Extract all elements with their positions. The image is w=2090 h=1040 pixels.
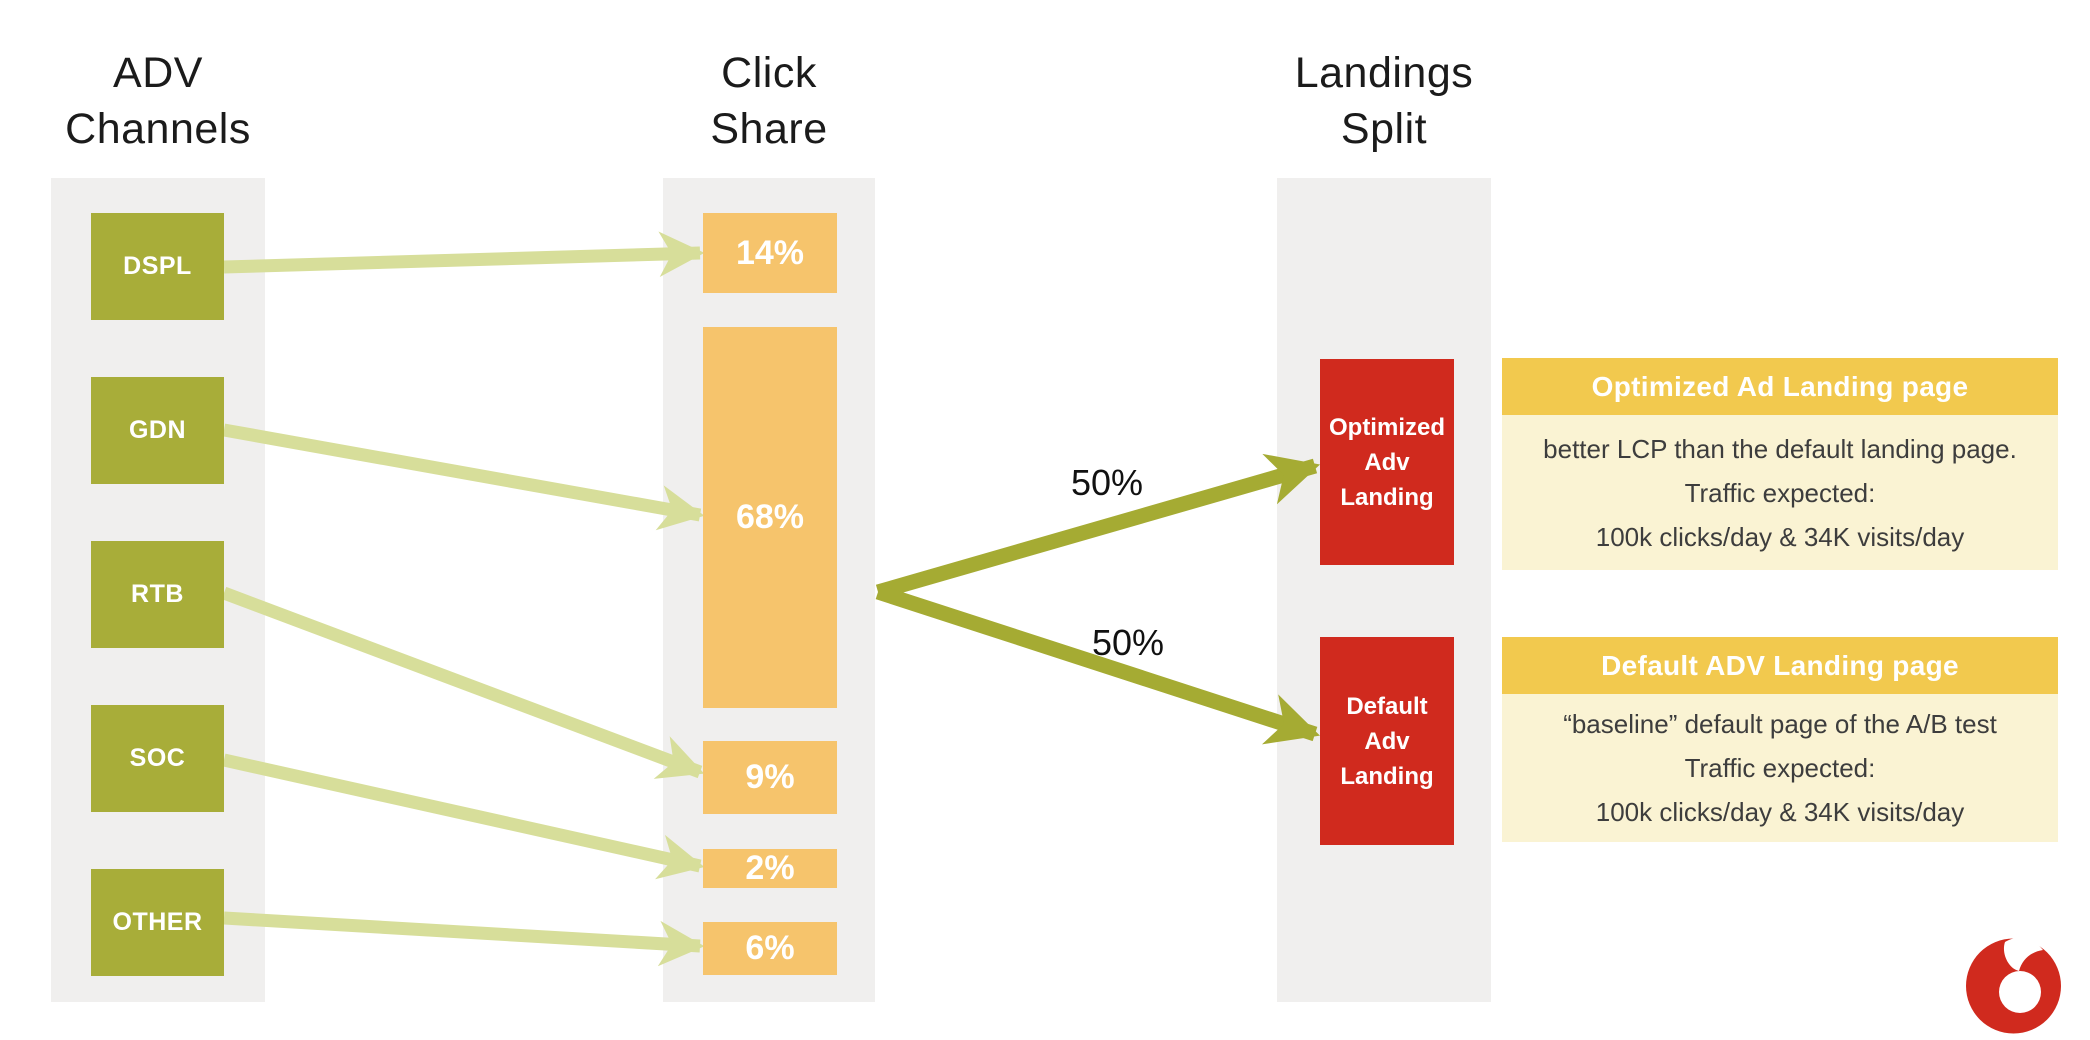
default-panel-body: “baseline” default page of the A/B test … [1502,694,2058,842]
optimized-panel-line2: Traffic expected: [1684,477,1876,508]
landing-box-default: Default Adv Landing [1320,637,1454,845]
share-box-68: 68% [703,327,837,708]
channel-box-other: OTHER [91,869,224,976]
channel-box-soc: SOC [91,705,224,812]
landing-optimized-line3: Landing [1340,483,1434,511]
optimized-panel-header: Optimized Ad Landing page [1502,358,2058,415]
vodafone-logo-icon [1966,937,2061,1034]
optimized-panel-line3: 100k clicks/day & 34K visits/day [1595,521,1965,552]
share-box-9: 9% [703,741,837,814]
adv-channels-title: ADV Channels [41,45,275,157]
landings-split-title: Landings Split [1267,45,1501,157]
default-panel-title: Default ADV Landing page [1601,649,1959,681]
default-panel-line1: “baseline” default page of the A/B test [1563,709,1997,739]
landing-optimized-line2: Adv [1364,448,1410,476]
default-panel-line2: Traffic expected: [1684,753,1876,783]
click-share-title-line2: Share [710,105,828,153]
landings-split-column [1277,178,1491,1002]
share-label-68: 68% [735,498,805,536]
arrow-dspl-to-14 [223,231,705,277]
channel-label-other: OTHER [112,908,203,936]
share-label-14: 14% [735,233,805,272]
landing-box-optimized: Optimized Adv Landing [1320,359,1454,565]
arrow-gdn-to-68 [222,423,705,531]
adv-channels-title-line2: Channels [65,105,251,153]
arrow-other-to-6 [223,911,705,967]
landing-optimized-line1: Optimized [1328,413,1445,441]
split-label-bottom: 50% [1091,622,1165,663]
click-share-title-line1: Click [721,49,817,97]
split-label-top: 50% [1070,462,1144,503]
landings-split-title-line2: Split [1340,105,1428,153]
landings-split-title-line1: Landings [1294,49,1474,97]
share-box-14: 14% [703,213,837,293]
arrow-soc-to-2 [222,753,705,880]
optimized-panel-body: better LCP than the default landing page… [1502,415,2058,570]
share-label-9: 9% [745,758,795,796]
landing-default-line2: Adv [1364,727,1410,755]
click-share-title: Click Share [653,45,885,157]
default-panel-header: Default ADV Landing page [1502,637,2058,694]
share-box-2: 2% [703,849,837,888]
channel-label-rtb: RTB [131,580,184,608]
channel-label-soc: SOC [129,744,186,772]
landing-default-line1: Default [1346,692,1428,720]
share-label-2: 2% [745,849,795,887]
channel-box-gdn: GDN [91,377,224,484]
share-label-6: 6% [745,929,795,967]
arrow-rtb-to-9 [221,586,705,779]
channel-label-gdn: GDN [128,416,187,444]
channel-label-dspl: DSPL [123,252,192,280]
landing-default-line3: Landing [1340,762,1434,790]
channel-box-rtb: RTB [91,541,224,648]
optimized-panel-line1: better LCP than the default landing page… [1543,433,2017,464]
default-panel-line3: 100k clicks/day & 34K visits/day [1595,797,1965,827]
optimized-panel-title: Optimized Ad Landing page [1591,370,1969,402]
share-box-6: 6% [703,922,837,975]
adv-channels-title-line1: ADV [113,49,203,97]
channel-box-dspl: DSPL [91,213,224,320]
